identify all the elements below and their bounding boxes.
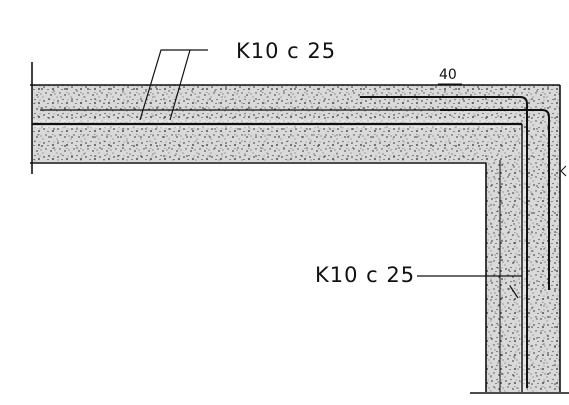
top-leader-line [139, 49, 208, 121]
side-rebar-label: K10 c 25 [315, 263, 415, 287]
section-outline [30, 62, 569, 394]
rebars [40, 96, 550, 388]
top-leader-line-2 [169, 49, 191, 121]
top-rebar-hook [360, 96, 528, 388]
side-rebar-callout [417, 275, 522, 299]
top-rebar-callout [139, 49, 208, 121]
section-arrow [560, 165, 567, 177]
dimension-40: 40 [438, 67, 462, 85]
outer-rebar-hook [440, 109, 550, 290]
concrete-grain [32, 85, 560, 392]
side-leader-tick [509, 285, 519, 299]
dimension-label: 40 [439, 67, 457, 83]
concrete-section [32, 85, 560, 392]
top-rebar-label: K10 c 25 [236, 39, 336, 63]
